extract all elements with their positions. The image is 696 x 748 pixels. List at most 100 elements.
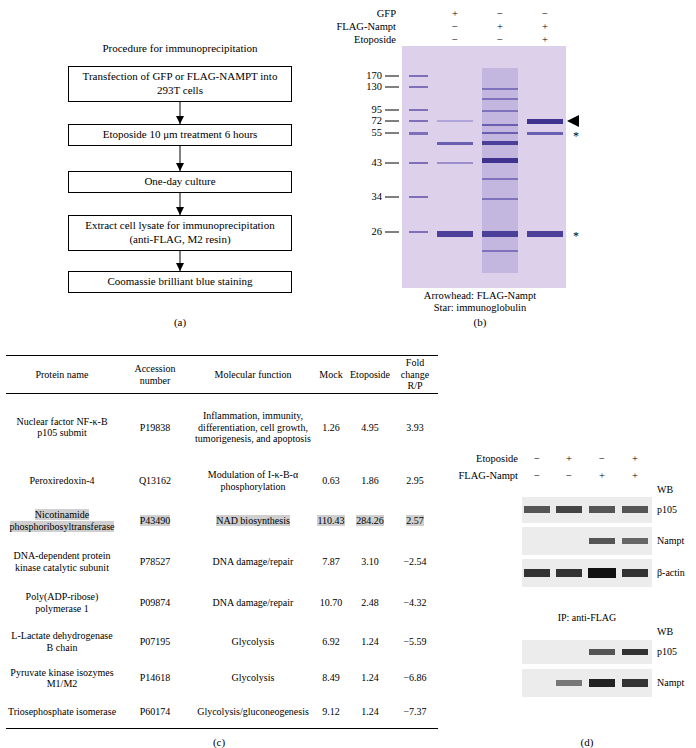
table-cell: 8.49 (314, 661, 348, 696)
cell-text: 1.86 (361, 475, 379, 486)
cell-text: 10.70 (320, 597, 343, 608)
gel-band (482, 178, 518, 180)
cell-text: −6.86 (403, 672, 426, 683)
cell-text: Modulation of I-κ-B-α phosphorylation (208, 469, 298, 492)
cell-text: P19838 (140, 422, 171, 433)
panel-letter: (d) (581, 736, 594, 748)
cell-text: 110.43 (317, 515, 344, 526)
panel-letter: (a) (174, 316, 186, 329)
cell-text: Glycolysis (232, 636, 275, 647)
header-text: R/P (393, 380, 437, 392)
table-cell: Nicotinamide phosphoribosyltransferase (6, 501, 118, 541)
cell-text: DNA damage/repair (213, 597, 294, 608)
table-cell: Q13162 (118, 461, 192, 501)
gel-band (409, 109, 428, 111)
star-mark: * (573, 230, 579, 244)
process-box: One-day culture (68, 171, 292, 193)
table-cell: DNA damage/repair (192, 541, 314, 583)
table-cell: 0.63 (314, 461, 348, 501)
arrowhead-marker (567, 115, 579, 127)
gel-band (409, 120, 428, 122)
table-cell: −7.37 (392, 696, 438, 729)
cell-text: Poly(ADP-ribose) polymerase 1 (26, 591, 99, 614)
blot-band (556, 569, 582, 577)
blot-label: WB (657, 626, 673, 638)
table-cell: 284.26 (348, 501, 392, 541)
table-cell: P19838 (118, 394, 192, 461)
table-cell: P78527 (118, 541, 192, 583)
marker-tick (385, 133, 399, 134)
row-label: Etoposide (354, 34, 396, 46)
blot-band (589, 538, 615, 544)
blot-strip (522, 527, 652, 555)
sign: − (452, 34, 458, 46)
header-text: Molecular function (193, 369, 313, 381)
table-cell: P07195 (118, 623, 192, 661)
table-row: L-Lactate dehydrogenase B chainP07195Gly… (6, 623, 438, 661)
gel-band (482, 132, 518, 134)
marker-size: 43 (372, 157, 383, 169)
panel-letter: (b) (474, 316, 487, 329)
gel-band (527, 119, 563, 124)
cell-text: Nuclear factor NF-κ-B p105 submit (16, 416, 107, 439)
table-cell: −2.54 (392, 541, 438, 583)
marker-tick (385, 76, 399, 77)
coomassie-gel (385, 46, 579, 288)
sign: + (542, 34, 548, 46)
blot-label: p105 (657, 646, 677, 658)
table-cell: Nuclear factor NF-κ-B p105 submit (6, 394, 118, 461)
cell-text: 1.26 (322, 422, 340, 433)
table-cell: 2.48 (348, 583, 392, 623)
cell-text: P07195 (140, 636, 171, 647)
cell-text: 4.95 (361, 422, 379, 433)
cell-text: 1.24 (361, 636, 379, 647)
table-cell: Triosephosphate isomerase (6, 696, 118, 729)
table-cell: −4.32 (392, 583, 438, 623)
row-label: FLAG-Nampt (459, 470, 519, 482)
cell-text: 0.63 (322, 475, 340, 486)
table-grid: Protein nameAccession numberMolecular fu… (6, 355, 438, 729)
table-row: Pyruvate kinase isozymes M1/M2P14618Glyc… (6, 661, 438, 696)
flow-arrow (180, 102, 181, 125)
gel-band (482, 98, 518, 100)
gel-band (482, 250, 518, 252)
sign: − (497, 8, 503, 20)
cell-text: −2.54 (403, 556, 426, 567)
blot-band (589, 649, 615, 655)
sign: + (632, 470, 638, 482)
legend-note: Star: immunoglobulin (434, 302, 526, 314)
blot-band (589, 506, 615, 513)
table-cell: 1.24 (348, 623, 392, 661)
cell-text: −7.37 (403, 706, 426, 717)
table-cell: NAD biosynthesis (192, 501, 314, 541)
cell-text: 2.57 (406, 515, 424, 526)
blot-band (588, 568, 616, 578)
cell-text: 3.10 (361, 556, 379, 567)
table-cell: P09874 (118, 583, 192, 623)
gel-lane-3 (527, 119, 563, 237)
process-box: Coomassie brilliant blue staining (68, 271, 292, 293)
sign: − (534, 470, 540, 482)
header-cell: Protein name (6, 356, 118, 394)
box-text: Extract cell lysate for immunoprecipitat… (77, 219, 283, 247)
cell-text: −5.59 (403, 636, 426, 647)
table-cell: 1.24 (348, 696, 392, 729)
western-blot (522, 497, 652, 697)
box-text: Transfection of GFP or FLAG-NAMPT into 2… (77, 70, 283, 98)
row-label: GFP (377, 8, 396, 20)
sign: − (566, 470, 572, 482)
blot-band (556, 506, 582, 513)
process-box: Etoposide 10 μm treatment 6 hours (68, 124, 292, 146)
table-row: Peroxiredoxin-4Q13162Modulation of I-κ-B… (6, 461, 438, 501)
gel-band (409, 162, 428, 164)
blot-band (622, 538, 648, 544)
cell-text: P43490 (140, 515, 171, 526)
gel-band (482, 110, 518, 112)
header-cell: Etoposide (348, 356, 392, 394)
gel-band (409, 75, 428, 77)
cell-text: DNA-dependent protein kinase catalytic s… (14, 550, 111, 573)
marker-tick (385, 163, 399, 164)
table-cell: Glycolysis (192, 661, 314, 696)
cell-text: P78527 (140, 556, 171, 567)
